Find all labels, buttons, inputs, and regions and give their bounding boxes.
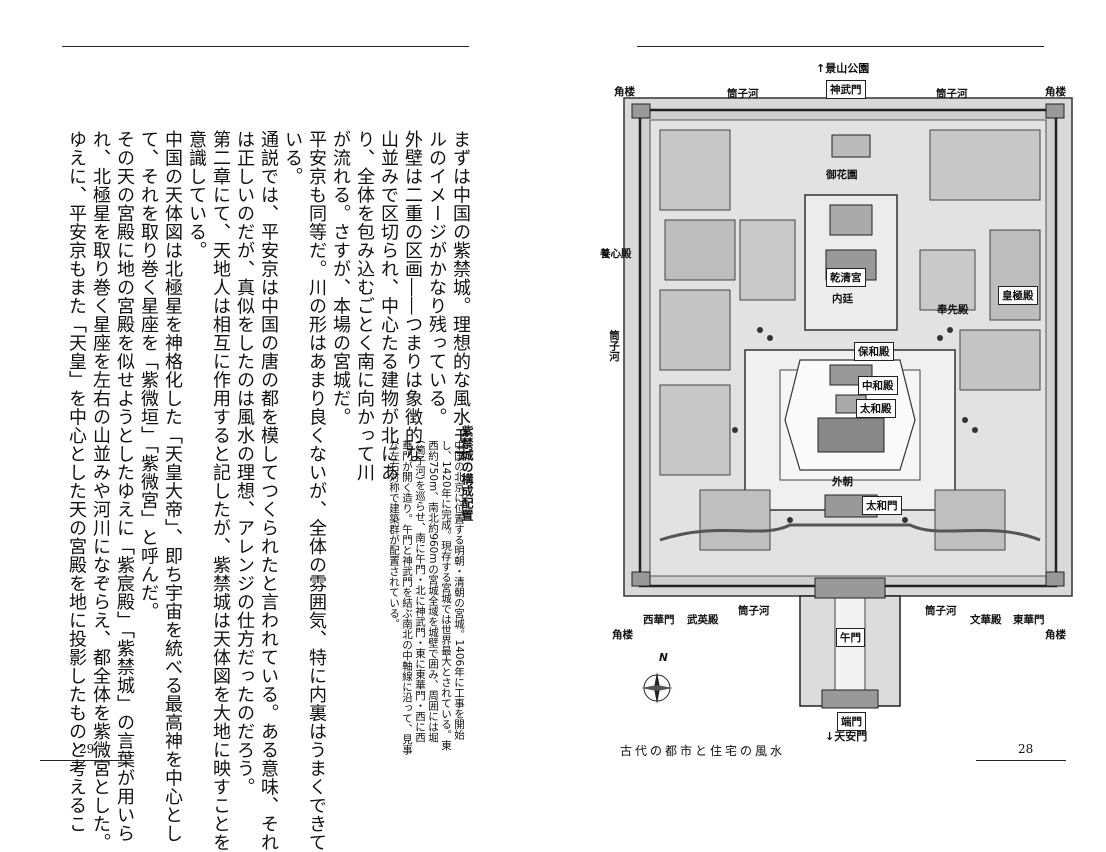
text-column: 意識している。 — [186, 130, 207, 260]
text-column: れ、北極星を取り巻く星座を左右の山並みや河川になぞらえ、都全体を紫微宮とした。 — [90, 130, 111, 852]
map-label-neiting: 内廷 — [832, 293, 853, 305]
map-label-kakuro-sw: 角楼 — [612, 629, 633, 641]
text-column: 外壁は二重の区画――つまりは象徴的な — [402, 130, 423, 463]
caption-line: 華門が開く造り。午門と神武門を結ぶ南北の中軸線に沿って、見事 — [401, 440, 413, 755]
map-label-waichao: 外朝 — [832, 476, 853, 488]
map-label-shenwumen: 神武門 — [826, 80, 866, 99]
map-label-yuhuayuan: 御花園 — [826, 169, 858, 181]
text-column: 平安京も同等だ。川の形はあまり良くないが、全体の雰囲気、特に内裏はうまくできて — [306, 130, 327, 852]
text-column: 山並みで区切られ、中心たる建物が北にあ — [378, 130, 399, 482]
text-column: その天の宮殿に地の宮殿を似せようとしたゆえに「紫宸殿」「紫禁城」の言葉が用いら — [114, 130, 135, 843]
map-label-tongzihe-w: 筒子河 — [608, 330, 620, 362]
left-header-rule — [62, 46, 469, 47]
map-label-jingshan: ↑景山公園 — [816, 62, 870, 75]
map-label-tongzihe-s1: 筒子河 — [738, 605, 770, 617]
map-label-zhonghedian: 中和殿 — [858, 376, 898, 395]
caption-line: 西約750m、南北約960mの宮城全域を城壁で囲み、周囲には堀 — [427, 440, 439, 743]
text-column: て、それを取り巻く星座を「紫微垣」「紫微宮」と呼んだ。 — [138, 130, 159, 621]
map-label-wenhuadian: 文華殿 — [970, 614, 1002, 626]
map-label-duanmen: 端門 — [837, 712, 866, 731]
text-column: ゆえに、平安京もまた「天皇」を中心とした天の宮殿を地に投影したものと考えるこ — [66, 130, 87, 833]
text-column: 第二章にて、天地人は相互に作用すると記したが、紫禁城は天体図を大地に映すことを — [210, 130, 231, 852]
compass-icon — [641, 672, 673, 704]
map-label-kakuro-se: 角楼 — [1045, 629, 1066, 641]
right-footer-rule — [976, 760, 1066, 761]
text-column: まずは中国の紫禁城。理想的な風水モデ — [450, 130, 471, 463]
map-label-qianqinggong: 乾清宮 — [826, 268, 866, 287]
caption-heading: 紫禁城の構成配置 — [460, 425, 474, 521]
text-column: 通説では、平安京は中国の唐の都を模してつくられたと言われている。ある意味、それ — [258, 130, 279, 852]
right-header-rule — [637, 46, 1044, 47]
map-label-baohedian: 保和殿 — [854, 342, 894, 361]
text-column: いる。 — [282, 130, 303, 186]
map-label-wumen: 午門 — [836, 628, 865, 647]
map-label-tongzihe-s2: 筒子河 — [925, 605, 957, 617]
map-label-xihuamen: 西華門 — [643, 614, 675, 626]
running-footer-title: 古代の都市と住宅の風水 — [620, 744, 786, 758]
map-label-tongzihe-n1: 筒子河 — [727, 88, 759, 100]
text-column: が流れる。さすが、本場の宮城だ。 — [330, 130, 351, 426]
page-number: 28 — [1018, 742, 1034, 756]
text-column: 中国の天体図は北極星を神格化した「天皇大帝」、即ち宇宙を統べる最高神を中心とし — [162, 130, 183, 843]
left-footer-rule — [40, 760, 130, 761]
map-label-huangjidian: 皇極殿 — [998, 286, 1038, 305]
forbidden-city-map — [623, 97, 1073, 709]
caption-line: 中国の北京に位置する明朝・清朝の宮城。1406年に工事を開始 — [453, 440, 465, 740]
map-label-kakuro-ne: 角楼 — [1045, 86, 1066, 98]
map-label-tongzihe-n2: 筒子河 — [936, 88, 968, 100]
caption-line: (筒子河)を巡らせ、南に午門・北に神武門・東に東華門・西に西 — [414, 440, 426, 743]
map-label-donghuamen: 東華門 — [1013, 614, 1045, 626]
map-label-taihedian: 太和殿 — [856, 399, 896, 418]
map-label-kakuro-nw: 角楼 — [614, 86, 635, 98]
page-number: 29 — [79, 742, 95, 756]
map-label-fengxiandian: 奉先殿 — [937, 304, 969, 316]
text-column: ルのイメージがかなり残っている。 — [426, 130, 447, 426]
compass-north-label: N — [659, 652, 668, 664]
map-label-yangxindian: 養心殿 — [600, 248, 632, 260]
map-label-wuyingdian: 武英殿 — [687, 614, 719, 626]
caption-line: な左右対称で建築群が配置されている。 — [388, 440, 400, 629]
map-label-taihemen: 太和門 — [862, 496, 902, 515]
text-column: り、全体を包み込むごとく南に向かって川 — [354, 130, 375, 482]
text-column: は正しいのだが、真似をしたのは風水の理想、アレンジの仕方だったのだろう。 — [234, 130, 255, 796]
caption-line: し、1420年に完成。現存する宮城では世界最大とされている。東 — [440, 440, 452, 751]
map-label-tiananmen: ↓天安門 — [825, 730, 868, 743]
